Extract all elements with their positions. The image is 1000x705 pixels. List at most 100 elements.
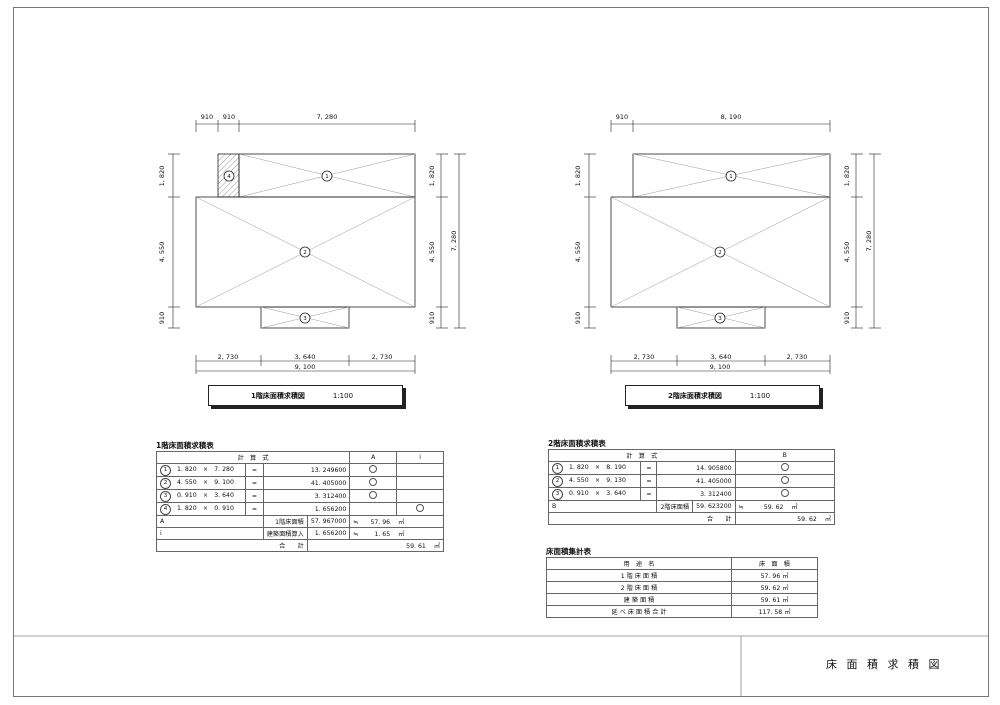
- d1-dim-bottom-1: 2, 730: [218, 353, 239, 361]
- table-row: 建 築 面 積 59. 61 ㎡: [546, 593, 818, 606]
- sum-approx: ≒: [738, 504, 744, 511]
- total-unit: ㎡: [433, 543, 440, 550]
- row-value: 57. 96 ㎡: [731, 569, 818, 582]
- d1-dim-bottom-total: 9, 100: [295, 363, 316, 371]
- d2-region-2-label: 2: [718, 250, 722, 256]
- sum-approx: ≒: [353, 531, 359, 538]
- row-eq: =: [245, 489, 264, 503]
- d2-region-3-label: 3: [718, 316, 722, 322]
- check-circle-icon: [369, 478, 378, 486]
- row-eq: =: [245, 476, 264, 490]
- row-value: 13. 249600: [263, 463, 351, 477]
- check-circle-icon: [416, 504, 425, 512]
- row-value: 41. 405000: [263, 476, 351, 490]
- table-row: 2 階 床 面 積 59. 62 ㎡: [546, 581, 818, 594]
- table2-header-expr: 計 算 式: [548, 449, 736, 462]
- sum-approx: ≒: [353, 519, 359, 526]
- sum-rounded: 57. 96: [370, 519, 391, 526]
- d1-dim-right-1: 1, 820: [428, 166, 436, 187]
- d1-dim-left-1: 1, 820: [158, 166, 166, 187]
- row-value: 3. 312400: [263, 489, 351, 503]
- row-expr: 4. 550 × 9. 130: [569, 477, 626, 484]
- d2-dim-bottom-total: 9, 100: [710, 363, 731, 371]
- sum-label: i: [156, 527, 264, 540]
- row-value: 3. 312400: [656, 487, 736, 501]
- d2-dim-right-1: 1, 820: [843, 166, 851, 187]
- sum-name: 建築面積算入: [262, 527, 308, 540]
- d2-title: 2階床面積求積図: [668, 391, 722, 400]
- row-expr: 1. 820 × 7. 280: [177, 466, 234, 473]
- d2-dim-right-total: 7, 280: [865, 231, 873, 252]
- row-name: 建 築 面 積: [546, 593, 732, 606]
- drawing-frame: [13, 7, 989, 697]
- table1-header-a: A: [349, 451, 398, 464]
- table3-caption: 床面積集計表: [546, 547, 591, 556]
- d1-region-4-label: 4: [227, 174, 231, 180]
- d2-title-box: 2階床面積求積図 1:100: [625, 385, 820, 406]
- table1-sum-a-row: A 1階床面積 57. 967000 ≒ 57. 96 ㎡: [156, 515, 444, 528]
- row-expr: 1. 820 × 0. 910: [177, 505, 234, 512]
- row-expr: 0. 910 × 3. 640: [569, 490, 626, 497]
- sum-rounded: 59. 62: [763, 504, 784, 511]
- d1-title: 1階床面積求積図: [251, 391, 305, 400]
- row-expr: 0. 910 × 3. 640: [177, 492, 234, 499]
- sum-label: A: [156, 515, 264, 528]
- total-unit: ㎡: [824, 516, 831, 523]
- table3: 用 途 名 床 面 積 1 階 床 面 積 57. 96 ㎡ 2 階 床 面 積…: [546, 557, 818, 618]
- d1-dim-bottom-2: 3, 640: [295, 353, 316, 361]
- row-value: 59. 62 ㎡: [731, 581, 818, 594]
- d2-dim-bottom-1: 2, 730: [634, 353, 655, 361]
- d1-region-2-label: 2: [303, 250, 307, 256]
- row-eq: =: [245, 463, 264, 477]
- row-name: 1 階 床 面 積: [546, 569, 732, 582]
- sheet-title: 床 面 積 求 積 図: [826, 658, 943, 671]
- total-name: 合 計: [548, 512, 736, 525]
- d2-scale: 1:100: [749, 391, 771, 400]
- d1-region-3-label: 3: [303, 316, 307, 322]
- row-value: 14. 905800: [656, 461, 736, 475]
- table-row: 延 べ 床 面 積 合 計 117. 58 ㎡: [546, 605, 818, 618]
- table-row: 1 1. 820 × 7. 280 = 13. 249600: [155, 463, 444, 477]
- d2-dim-top-1: 910: [616, 113, 628, 121]
- table1-sum-i-row: i 建築面積算入 1. 656200 ≒ 1. 65 ㎡: [156, 527, 444, 540]
- d2-dim-left-1: 1, 820: [574, 166, 582, 187]
- row-number: 2: [552, 476, 563, 487]
- sum-value: 57. 967000: [306, 515, 351, 528]
- d1-dim-left-3: 910: [158, 312, 166, 324]
- table3-header-name: 用 途 名: [546, 557, 732, 570]
- row-number: 2: [160, 478, 171, 489]
- sum-unit: ㎡: [791, 504, 798, 511]
- d2-dim-bottom-2: 3, 640: [711, 353, 732, 361]
- row-number: 1: [160, 465, 171, 476]
- d2-dim-right-2: 4, 550: [843, 242, 851, 263]
- check-circle-icon: [780, 476, 789, 484]
- table2-header-b: B: [734, 449, 836, 462]
- d2-dim-right-3: 910: [843, 312, 851, 324]
- d2-dim-left-2: 4, 550: [574, 242, 582, 263]
- row-eq: =: [640, 487, 658, 501]
- table1-total-row: 合 計 59. 61 ㎡: [156, 539, 445, 552]
- sum-value: 59. 623200: [692, 500, 736, 513]
- row-eq: =: [245, 502, 264, 516]
- d1-dim-left-2: 4, 550: [158, 242, 166, 263]
- row-name: 延 べ 床 面 積 合 計: [546, 605, 732, 618]
- d1-dim-bottom-3: 2, 730: [372, 353, 393, 361]
- row-eq: =: [640, 461, 658, 475]
- total-name: 合 計: [156, 539, 308, 552]
- total-value: 59. 62: [797, 516, 817, 523]
- d2-dim-left-3: 910: [574, 312, 582, 324]
- table2-sum-b-row: B 2階床面積 59. 623200 ≒ 59. 62 ㎡: [547, 500, 836, 513]
- table1-header-i: i: [396, 451, 444, 464]
- table1-header-expr: 計 算 式: [155, 451, 351, 464]
- table2-total-row: 合 計 59. 62 ㎡: [548, 512, 836, 525]
- table-row: 1 階 床 面 積 57. 96 ㎡: [546, 569, 818, 582]
- sum-rounded: 1. 65: [374, 531, 391, 538]
- sum-name: 2階床面積: [656, 500, 694, 513]
- d2-dim-bottom-3: 2, 730: [787, 353, 808, 361]
